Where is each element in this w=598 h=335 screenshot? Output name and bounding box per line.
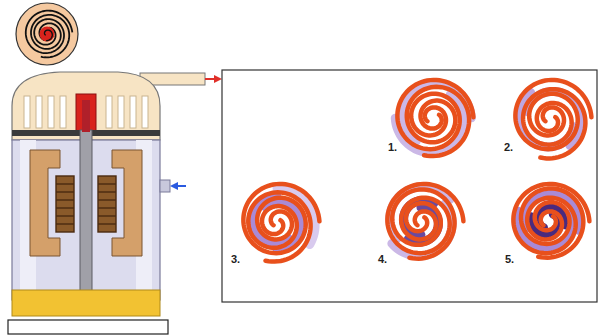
callout-number: 5. [505,254,514,265]
top-view-disc [16,3,78,65]
scroll-core [76,94,96,134]
scroll-top-view [16,3,78,65]
inlet-port [160,180,170,192]
callout-number: 4. [378,254,387,265]
inlet-arrow [172,185,186,187]
oil-sump [12,290,160,316]
callout-number: 1. [388,142,397,153]
scroll-stage [243,184,319,262]
stages-frame [222,70,597,302]
callout-number: 3. [231,254,240,265]
compressor-housing [8,72,220,334]
top-view-spiral [44,30,52,41]
scroll-stage [387,184,463,259]
housing-dome [12,72,160,140]
outlet-arrow [205,78,220,80]
shaft [80,130,92,308]
orbiting-scroll [523,89,585,158]
orbiting-scroll [248,192,310,261]
scroll-stage [515,80,591,159]
scroll-stage [513,184,589,258]
top-view-spiral [31,15,69,57]
callout-number: 2. [504,142,513,153]
base-plate [8,320,168,334]
top-view-core [40,27,55,42]
shaft-top [82,100,90,132]
compression-stages [243,80,591,262]
orbiting-scroll [392,189,454,258]
scroll-stage [395,80,473,156]
orbiting-scroll [521,188,583,257]
orbiting-scroll [407,87,469,156]
